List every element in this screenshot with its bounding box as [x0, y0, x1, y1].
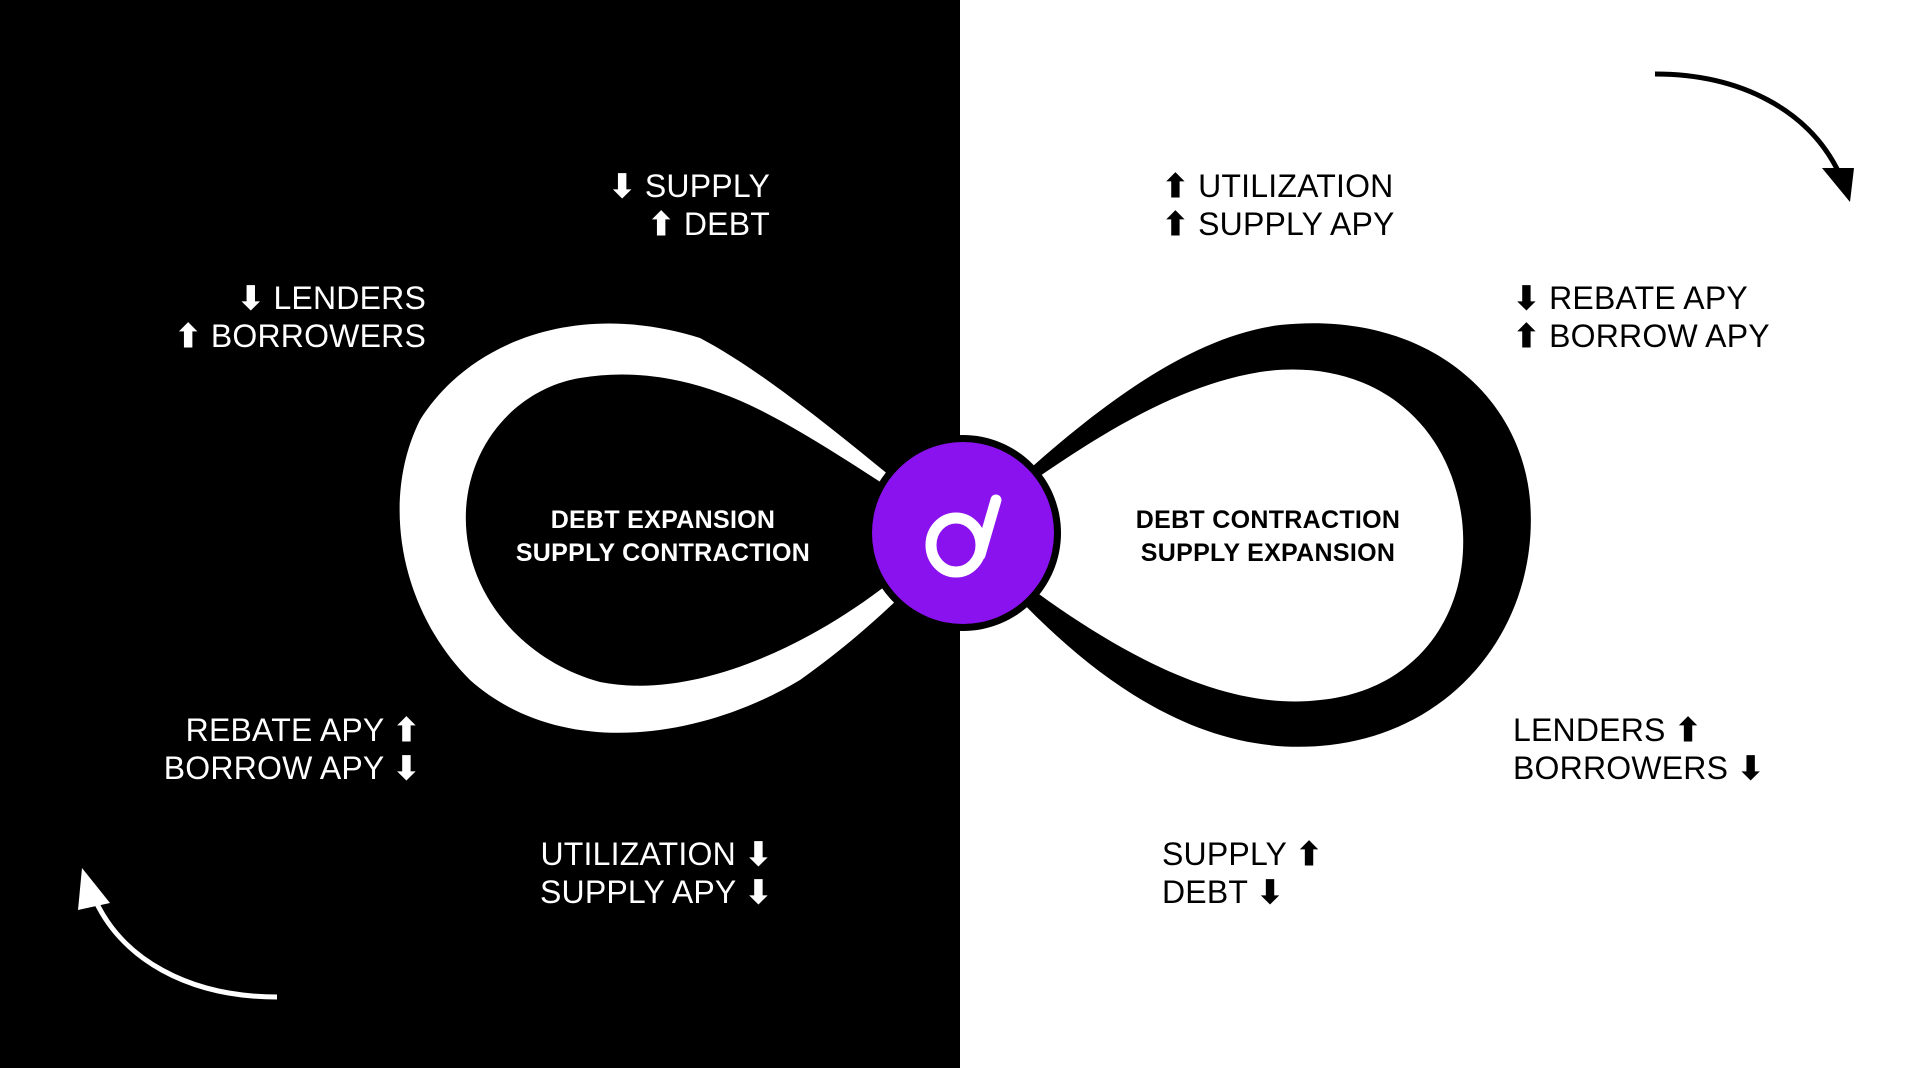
label-text: SUPPLY — [1162, 836, 1287, 872]
label-text: SUPPLY APY — [1198, 206, 1395, 242]
label-text: UTILIZATION — [540, 836, 736, 872]
left-loop-line1: DEBT EXPANSION — [550, 506, 776, 534]
label-row: LENDERS ⬆ — [1513, 711, 1793, 749]
label-row: ⬇ SUPPLY — [560, 167, 770, 205]
bottom-right-center-labels: SUPPLY ⬆ DEBT ⬇ — [1162, 835, 1362, 911]
left-loop-line2: SUPPLY CONTRACTION — [515, 539, 811, 567]
top-right-outer-labels: ⬇ REBATE APY ⬆ BORROW APY — [1513, 279, 1793, 355]
label-text: REBATE APY — [185, 712, 384, 748]
label-text: BORROWERS — [1513, 750, 1729, 786]
label-row: SUPPLY APY ⬇ — [510, 873, 772, 911]
label-row: ⬆ DEBT — [560, 205, 770, 243]
label-row: DEBT ⬇ — [1162, 873, 1362, 911]
label-text: SUPPLY — [644, 168, 770, 204]
up-arrow-icon: ⬆ — [392, 712, 420, 748]
label-text: BORROW APY — [163, 750, 384, 786]
label-text: DEBT — [1162, 874, 1248, 910]
top-right-center-labels: ⬆ UTILIZATION ⬆ SUPPLY APY — [1162, 167, 1422, 243]
label-text: UTILIZATION — [1198, 168, 1394, 204]
label-row: REBATE APY ⬆ — [140, 711, 420, 749]
down-arrow-icon: ⬇ — [392, 750, 420, 786]
label-text: REBATE APY — [1549, 280, 1748, 316]
bottom-right-outer-labels: LENDERS ⬆ BORROWERS ⬇ — [1513, 711, 1793, 787]
label-row: ⬆ SUPPLY APY — [1162, 205, 1422, 243]
bottom-left-arrow-curve — [90, 894, 278, 1000]
label-text: LENDERS — [273, 280, 426, 316]
label-row: ⬇ REBATE APY — [1513, 279, 1793, 317]
label-row: ⬆ BORROWERS — [150, 317, 426, 355]
d-logo-icon — [925, 494, 1002, 578]
bottom-left-cycle-arrow — [78, 868, 278, 1000]
down-arrow-icon: ⬇ — [1737, 750, 1765, 786]
top-left-outer-labels: ⬇ LENDERS ⬆ BORROWERS — [150, 279, 426, 355]
d-logo-stem — [974, 494, 1002, 561]
left-loop-label: DEBT EXPANSION SUPPLY CONTRACTION — [505, 504, 821, 570]
label-row: ⬆ BORROW APY — [1513, 317, 1793, 355]
bottom-left-arrow-head — [78, 868, 110, 910]
left-loop — [399, 323, 960, 733]
label-text: SUPPLY APY — [539, 874, 736, 910]
label-row: BORROWERS ⬇ — [1513, 749, 1793, 787]
down-arrow-icon: ⬇ — [1256, 874, 1284, 910]
right-loop-label: DEBT CONTRACTION SUPPLY EXPANSION — [1110, 504, 1426, 570]
down-arrow-icon: ⬇ — [1513, 280, 1541, 316]
right-loop-inner — [960, 369, 1464, 702]
up-arrow-icon: ⬆ — [1295, 836, 1323, 872]
up-arrow-icon: ⬆ — [174, 318, 202, 354]
bottom-left-center-labels: UTILIZATION ⬇ SUPPLY APY ⬇ — [510, 835, 772, 911]
up-arrow-icon: ⬆ — [647, 206, 675, 242]
label-text: LENDERS — [1513, 712, 1666, 748]
top-right-cycle-arrow — [1654, 71, 1854, 202]
left-loop-inner — [465, 374, 960, 686]
down-arrow-icon: ⬇ — [608, 168, 636, 204]
down-arrow-icon: ⬇ — [744, 874, 772, 910]
label-text: DEBT — [683, 206, 770, 242]
label-text: BORROW APY — [1549, 318, 1770, 354]
bottom-left-outer-labels: REBATE APY ⬆ BORROW APY ⬇ — [140, 711, 420, 787]
right-loop-line1: DEBT CONTRACTION — [1135, 506, 1401, 534]
top-right-arrow-curve — [1654, 71, 1843, 177]
down-arrow-icon: ⬇ — [744, 836, 772, 872]
protocol-logo — [865, 435, 1061, 631]
label-text: BORROWERS — [210, 318, 426, 354]
down-arrow-icon: ⬇ — [237, 280, 265, 316]
top-right-arrow-head — [1822, 168, 1854, 202]
label-row: ⬇ LENDERS — [150, 279, 426, 317]
up-arrow-icon: ⬆ — [1162, 168, 1190, 204]
label-row: ⬆ UTILIZATION — [1162, 167, 1422, 205]
label-row: UTILIZATION ⬇ — [510, 835, 772, 873]
up-arrow-icon: ⬆ — [1674, 712, 1702, 748]
up-arrow-icon: ⬆ — [1162, 206, 1190, 242]
up-arrow-icon: ⬆ — [1513, 318, 1541, 354]
top-left-center-labels: ⬇ SUPPLY ⬆ DEBT — [560, 167, 770, 243]
right-loop-line2: SUPPLY EXPANSION — [1140, 539, 1396, 567]
label-row: BORROW APY ⬇ — [140, 749, 420, 787]
label-row: SUPPLY ⬆ — [1162, 835, 1362, 873]
right-loop — [960, 323, 1531, 747]
logo-purple-disc — [872, 442, 1054, 624]
